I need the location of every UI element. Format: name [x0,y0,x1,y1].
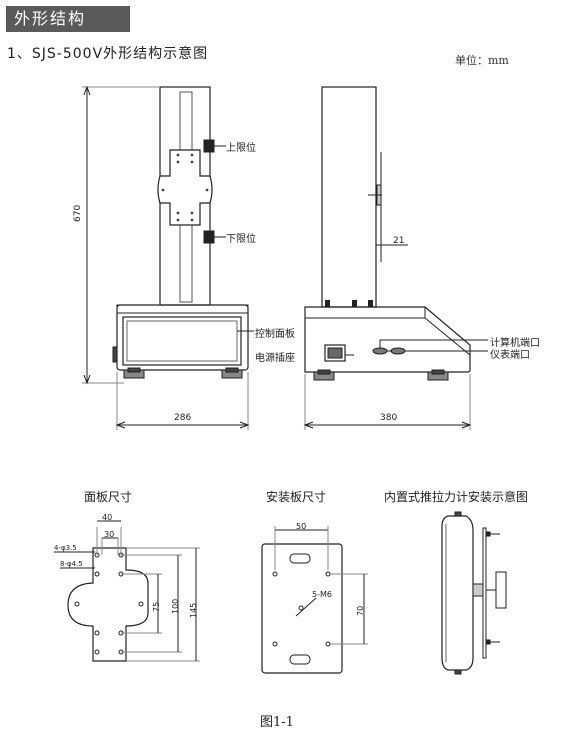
mount-plate-title: 安装板尺寸 [266,490,327,504]
panel-height-75: 75 [152,601,161,612]
figure-caption: 图1-1 [260,715,294,730]
computer-port-label: 计算机端口 [490,338,540,349]
side-view [303,86,488,430]
offset-dimension: 21 [393,236,405,246]
panel-size-title: 面板尺寸 [84,490,133,504]
plate-height-70: 70 [356,605,365,616]
plate-width-50: 50 [296,522,307,531]
height-dimension: 670 [73,204,83,222]
panel-height-100: 100 [171,598,180,614]
panel-height-145: 145 [189,602,198,618]
control-panel-label: 控制面板 [255,329,295,340]
gauge-mount-title: 内置式推拉力计安装示意图 [384,490,529,504]
meter-port-label: 仪表端口 [490,350,530,361]
front-view [82,85,254,430]
thread-spec: 5-M6 [312,590,332,599]
page-heading: 1、SJS-500V外形结构示意图 [7,46,209,62]
gauge-mount-drawing [441,511,507,675]
hole-spec-2: 8-φ4.5 [60,560,83,568]
front-width-dimension: 286 [174,413,192,423]
mount-plate-drawing [261,526,368,674]
unit-label: 单位：mm [455,54,509,67]
hole-spec-1: 4-φ3.5 [54,544,77,552]
upper-limit-label: 上限位 [226,143,256,154]
panel-width-30: 30 [104,530,115,539]
power-socket-label: 电源插座 [255,353,295,364]
panel-size-drawing [54,520,200,662]
side-width-dimension: 380 [380,413,398,423]
panel-width-40: 40 [102,513,113,522]
section-title: 外形结构 [6,6,130,32]
lower-limit-label: 下限位 [226,234,256,245]
